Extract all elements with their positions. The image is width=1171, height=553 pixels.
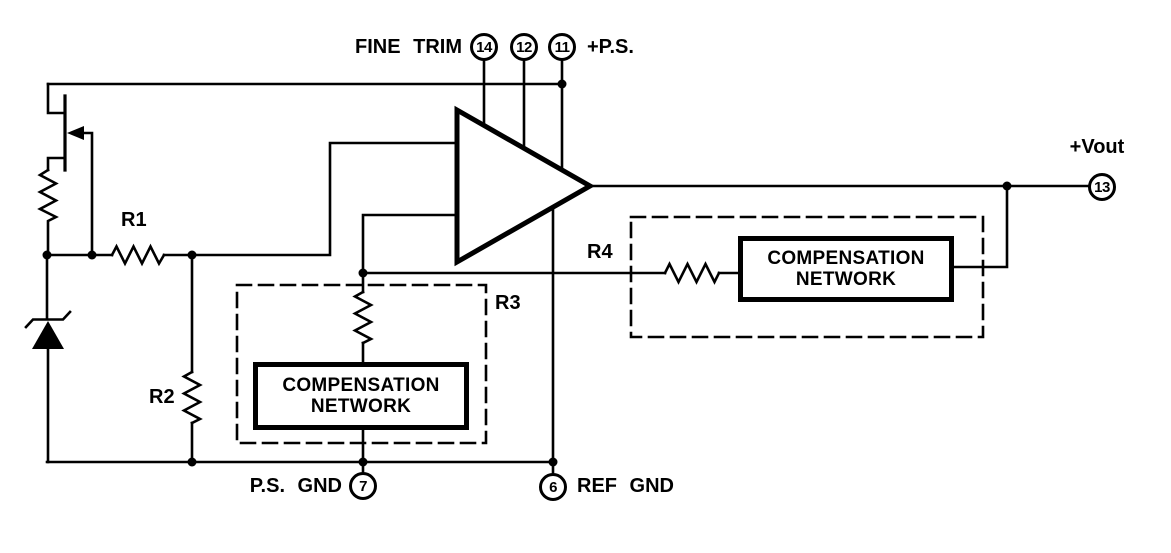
- resistor-r4: [663, 261, 721, 285]
- resistor-source: [37, 168, 59, 257]
- compensation-network-left-box: COMPENSATION NETWORK: [253, 362, 469, 430]
- resistor-r3: [352, 290, 374, 345]
- pin-6-terminal: 6: [539, 473, 567, 501]
- plus-ps-label: +P.S.: [587, 36, 634, 58]
- r3-label: R3: [495, 292, 521, 314]
- dashed-region-right: [629, 215, 985, 339]
- comp-left-line2: NETWORK: [310, 396, 412, 417]
- comp-right-line2: NETWORK: [795, 269, 897, 290]
- junction-dots: [42, 79, 1012, 467]
- ps-gnd-label: P.S. GND: [249, 475, 342, 497]
- pin-12-terminal: 12: [510, 33, 538, 61]
- plus-vout-label: +Vout: [1069, 136, 1125, 158]
- r2-label: R2: [149, 386, 175, 408]
- ref-gnd-label: REF GND: [577, 475, 674, 497]
- r4-label: R4: [587, 241, 613, 263]
- pin-14-terminal: 14: [470, 33, 498, 61]
- dashed-region-left: [235, 283, 488, 445]
- resistor-r2: [181, 370, 203, 425]
- pin-13-terminal: 13: [1088, 173, 1116, 201]
- r1-label: R1: [121, 209, 147, 231]
- inverting-input-wire: [361, 213, 458, 275]
- fine-trim-label: FINE TRIM: [355, 36, 462, 58]
- compensation-network-right-box: COMPENSATION NETWORK: [738, 236, 954, 302]
- comp-right-line1: COMPENSATION: [767, 248, 925, 269]
- pin-7-terminal: 7: [349, 472, 377, 500]
- comp-left-line1: COMPENSATION: [282, 375, 440, 396]
- comp-right-feedback-wire: [951, 184, 1009, 269]
- noninverting-input-wire: [162, 141, 458, 257]
- pin-11-terminal: 11: [548, 33, 576, 61]
- jfet-transistor: [46, 82, 94, 257]
- zener-diode: [24, 253, 72, 464]
- resistor-r1: [110, 243, 166, 267]
